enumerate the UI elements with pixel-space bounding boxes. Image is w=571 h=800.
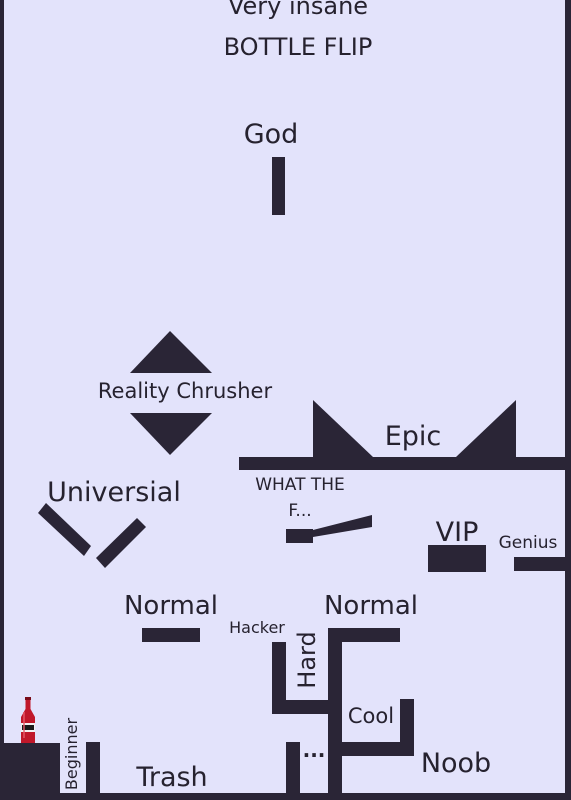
normal-right-platform (328, 628, 400, 642)
label-hard: Hard (293, 631, 321, 689)
floor (0, 793, 571, 800)
hard-wall (272, 642, 286, 714)
label-cool: Cool (347, 704, 395, 728)
epic-platform (239, 457, 565, 470)
start-block (0, 743, 60, 800)
label-vip: VIP (435, 517, 479, 548)
universal-bar-right (96, 518, 146, 568)
universal-bar-left (38, 503, 91, 556)
epic-ramp-left (313, 400, 373, 457)
hard-floor (272, 700, 342, 714)
label-what-the: WHAT THE (255, 475, 345, 495)
label-noob: Noob (420, 748, 492, 779)
god-pillar (272, 157, 285, 215)
label-normal-left: Normal (123, 591, 219, 621)
epic-ramp-right (456, 400, 516, 457)
title-line-1: Very insane (227, 0, 369, 20)
reality-triangle-up (130, 331, 212, 373)
cool-wall (400, 699, 414, 756)
label-hacker: Hacker (229, 618, 285, 637)
wtf-ramp (313, 515, 372, 537)
bottle-icon[interactable] (18, 697, 38, 743)
wtf-block (286, 529, 313, 543)
label-trash: Trash (136, 762, 208, 793)
label-f: F... (288, 501, 312, 521)
beginner-post (86, 742, 100, 800)
label-dots: ... (302, 738, 326, 762)
label-normal-right: Normal (323, 591, 419, 621)
cool-floor (342, 742, 414, 756)
normal-left-platform (142, 628, 200, 642)
label-epic: Epic (384, 421, 442, 452)
label-god: God (243, 119, 299, 150)
genius-platform (514, 557, 565, 571)
title-line-2: BOTTLE FLIP (223, 33, 373, 61)
label-reality-chrusher: Reality Chrusher (97, 379, 273, 403)
center-pillar (328, 628, 342, 800)
reality-triangle-down (130, 413, 212, 455)
label-beginner: Beginner (62, 717, 81, 791)
dots-post (286, 742, 300, 800)
label-universial: Universial (47, 477, 181, 508)
label-genius: Genius (498, 533, 558, 553)
vip-platform (428, 545, 486, 572)
